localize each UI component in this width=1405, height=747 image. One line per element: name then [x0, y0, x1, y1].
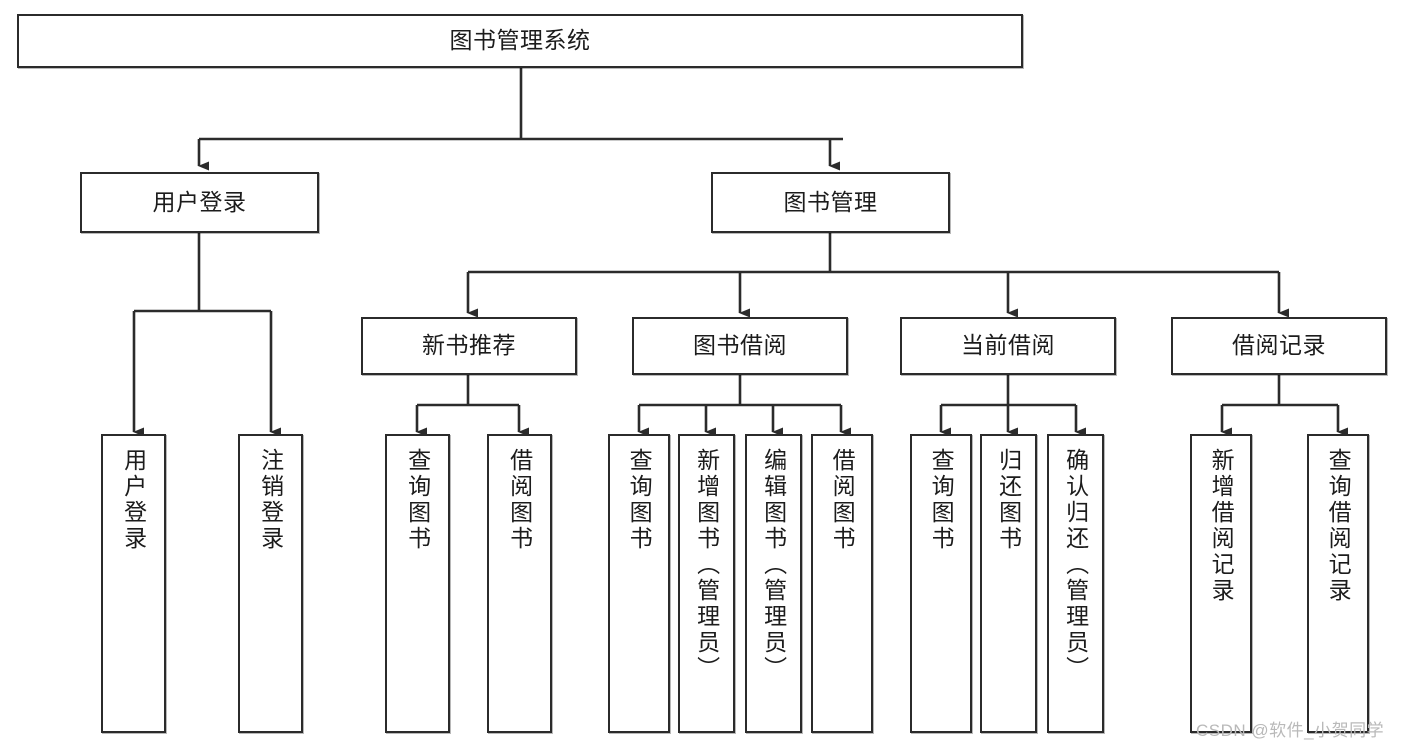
node-new-book-recommend[interactable]: 新书推荐	[361, 317, 577, 375]
node-root-system[interactable]: 图书管理系统	[17, 14, 1023, 68]
leaf-user-login[interactable]: 用户登录	[101, 434, 166, 733]
leaf-add-book-admin[interactable]: 新增图书（管理员）	[678, 434, 735, 733]
leaf-query-book-borrow[interactable]: 查询图书	[608, 434, 670, 733]
node-label: 图书管理系统	[449, 27, 591, 54]
leaf-query-book-current[interactable]: 查询图书	[910, 434, 972, 733]
node-label: 编辑图书（管理员）	[760, 448, 787, 682]
node-label: 新增借阅记录	[1208, 448, 1235, 604]
leaf-borrow-book[interactable]: 借阅图书	[811, 434, 873, 733]
node-label: 当前借阅	[961, 332, 1055, 359]
node-label: 借阅记录	[1232, 332, 1326, 359]
node-label: 用户登录	[152, 188, 247, 215]
node-borrow-record[interactable]: 借阅记录	[1171, 317, 1387, 375]
node-label: 用户登录	[120, 448, 147, 552]
leaf-query-borrow-record[interactable]: 查询借阅记录	[1307, 434, 1369, 733]
leaf-edit-book-admin[interactable]: 编辑图书（管理员）	[745, 434, 802, 733]
node-label: 确认归还（管理员）	[1062, 448, 1089, 682]
node-label: 查询图书	[404, 448, 431, 552]
node-label: 新书推荐	[422, 332, 516, 359]
node-book-borrow[interactable]: 图书借阅	[632, 317, 848, 375]
node-user-login[interactable]: 用户登录	[80, 172, 319, 233]
csdn-watermark: CSDN @软件_小贺同学	[1196, 721, 1385, 740]
leaf-return-book[interactable]: 归还图书	[980, 434, 1037, 733]
node-label: 注销登录	[257, 448, 284, 552]
node-label: 查询借阅记录	[1325, 448, 1352, 604]
leaf-add-borrow-record[interactable]: 新增借阅记录	[1190, 434, 1252, 733]
leaf-borrow-book-recommend[interactable]: 借阅图书	[487, 434, 552, 733]
node-label: 新增图书（管理员）	[693, 448, 720, 682]
node-label: 查询图书	[928, 448, 955, 552]
node-label: 借阅图书	[829, 448, 856, 552]
node-label: 图书管理	[783, 188, 878, 215]
leaf-query-book-recommend[interactable]: 查询图书	[385, 434, 450, 733]
leaf-user-logout[interactable]: 注销登录	[238, 434, 303, 733]
node-label: 图书借阅	[693, 332, 787, 359]
node-book-management[interactable]: 图书管理	[711, 172, 950, 233]
node-label: 归还图书	[995, 448, 1022, 552]
leaf-confirm-return-admin[interactable]: 确认归还（管理员）	[1047, 434, 1104, 733]
node-current-borrow[interactable]: 当前借阅	[900, 317, 1116, 375]
node-label: 查询图书	[626, 448, 653, 552]
node-label: 借阅图书	[506, 448, 533, 552]
